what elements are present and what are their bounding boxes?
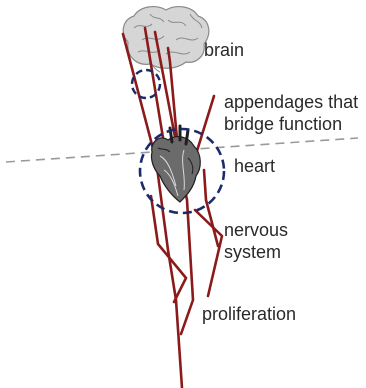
label-appendages-line1: appendages that (224, 92, 358, 113)
label-proliferation: proliferation (202, 304, 296, 325)
stem-lines (123, 28, 222, 388)
label-appendages-line2: bridge function (224, 114, 342, 135)
stem-heart-right (204, 170, 218, 246)
label-heart: heart (234, 156, 275, 177)
label-brain: brain (204, 40, 244, 61)
stem-nervous (195, 210, 222, 296)
label-nervous-line1: nervous (224, 220, 288, 241)
label-nervous-line2: system (224, 242, 281, 263)
brain-illustration (123, 7, 209, 72)
